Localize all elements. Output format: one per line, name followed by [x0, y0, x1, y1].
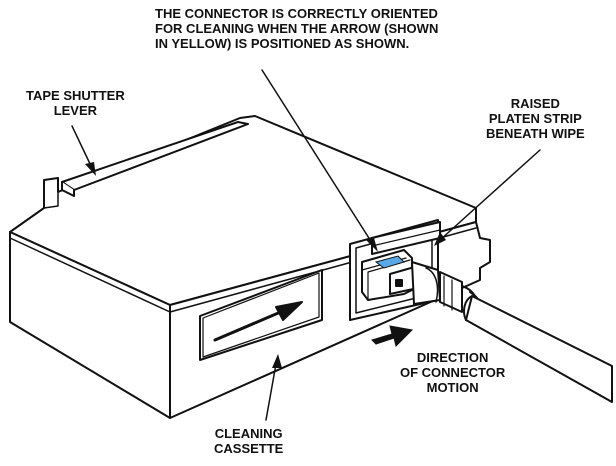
tape-shutter-lever-label: TAPE SHUTTER LEVER — [26, 88, 125, 118]
fiber-connector — [361, 249, 613, 403]
orientation-arrow-highlight — [374, 255, 405, 269]
label-window — [199, 269, 323, 361]
cassette-direction-arrow — [213, 301, 303, 342]
tape-shutter-lever — [61, 121, 249, 197]
cassette-leader — [265, 363, 277, 421]
tape-shutter-leader — [71, 125, 93, 169]
cassette-leader-arrowhead — [272, 354, 282, 368]
platen-leader — [439, 149, 541, 241]
platen-leader-arrowhead — [434, 232, 446, 246]
raised-platen-strip-label: RAISED PLATEN STRIP BENEATH WIPE — [486, 96, 585, 141]
orientation-note: THE CONNECTOR IS CORRECTLY ORIENTED FOR … — [155, 6, 439, 51]
orientation-leader — [261, 69, 375, 247]
tape-shutter-leader-arrowhead — [85, 162, 96, 176]
motion-direction-arrow — [371, 325, 414, 347]
direction-of-motion-label: DIRECTION OF CONNECTOR MOTION — [400, 350, 506, 395]
cleaning-cassette-label: CLEANING CASSETTE — [214, 426, 284, 456]
orientation-leader-arrowhead — [366, 238, 378, 252]
